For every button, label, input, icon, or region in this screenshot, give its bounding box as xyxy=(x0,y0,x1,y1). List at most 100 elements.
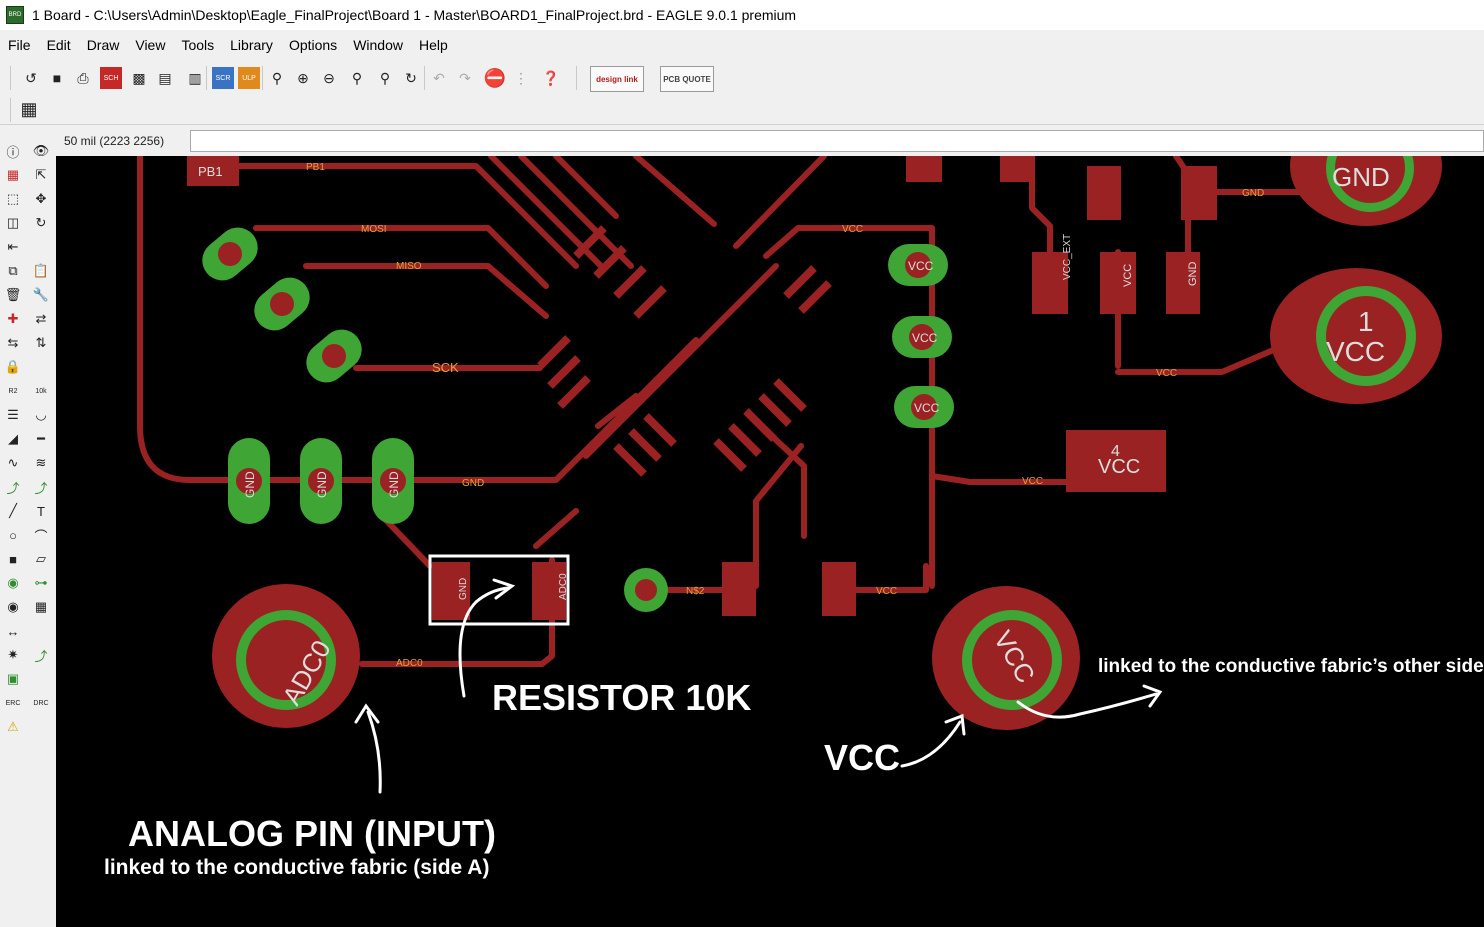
annotation-vcc: VCC xyxy=(824,737,900,778)
cam-icon[interactable]: ▩ xyxy=(132,69,146,86)
dimension-icon[interactable]: ↔ xyxy=(6,623,20,639)
rectangle-icon[interactable]: ■ xyxy=(9,551,17,567)
menu-options[interactable]: Options xyxy=(288,37,338,53)
name-icon[interactable]: R2 xyxy=(8,387,18,395)
attribute-icon[interactable]: ▦ xyxy=(34,599,48,614)
meander-icon[interactable]: ∿ xyxy=(7,455,19,470)
command-toolbar: ⓘ 👁 ▦ ⇱ ⬚ ✥ ◫ ↻ ⇤ ⧉ 📋 🗑 🔧 ✚ ⇄ ⇆ ⇅ 🔒 R2 1… xyxy=(0,126,57,927)
display-layers-icon[interactable]: ▦ xyxy=(6,167,20,182)
paste-icon[interactable]: 📋 xyxy=(32,263,50,278)
script-icon[interactable]: SCR xyxy=(212,67,234,89)
pcb-label-via-gnd-1: GND xyxy=(243,471,257,498)
wrench-icon[interactable]: 🔧 xyxy=(32,287,50,302)
redraw-icon[interactable]: ↻ xyxy=(405,69,417,86)
ripup-icon[interactable]: ≋ xyxy=(35,455,47,470)
menu-help[interactable]: Help xyxy=(418,37,448,53)
redo-icon[interactable]: ↷ xyxy=(459,69,471,86)
swap-icon[interactable]: ⇆ xyxy=(7,335,19,350)
hole-icon[interactable]: ◉ xyxy=(7,599,19,614)
menu-file[interactable]: File xyxy=(8,37,31,53)
vias xyxy=(202,227,954,612)
arc-icon[interactable]: ⌒ xyxy=(34,528,48,544)
pcb-label-n2: N$2 xyxy=(686,586,705,597)
text-icon[interactable]: T xyxy=(37,503,45,519)
pcb-label-pb1-trace: PB1 xyxy=(306,162,325,173)
add-icon[interactable]: ✚ xyxy=(7,311,19,326)
pcb-label-vcc-low: VCC xyxy=(876,586,897,597)
library-icon[interactable]: ▥ xyxy=(188,69,202,86)
menu-draw[interactable]: Draw xyxy=(86,37,120,53)
grid-icon[interactable]: ▦ xyxy=(20,98,38,119)
mark-icon[interactable]: ⇱ xyxy=(35,167,47,182)
ulp-icon[interactable]: ULP xyxy=(238,67,260,89)
go-icon[interactable]: ⋮ xyxy=(514,69,528,86)
pcb-label-pad4-num: 4 xyxy=(1111,443,1120,460)
toolbar-separator xyxy=(576,66,577,90)
pcb-label-via-vcc-2: VCC xyxy=(912,331,938,345)
pcb-label-gnd-pad: GND xyxy=(1187,262,1199,287)
route-diff-icon[interactable]: ⤴ xyxy=(34,480,48,496)
menu-library[interactable]: Library xyxy=(230,37,273,53)
rotate-icon[interactable]: ↻ xyxy=(35,215,47,230)
menu-view[interactable]: View xyxy=(135,37,166,53)
zoom-in-icon[interactable]: ⊕ xyxy=(297,69,309,86)
zoom-select-icon[interactable]: ⚲ xyxy=(379,69,391,86)
split-wire-icon[interactable]: ◢ xyxy=(8,431,18,446)
zoom-previous-icon[interactable]: ⚲ xyxy=(351,69,363,86)
pcb-label-resistor-adc0: ADC0 xyxy=(558,573,569,600)
zoom-out-icon[interactable]: ⊖ xyxy=(323,69,335,86)
via-icon[interactable]: ◉ xyxy=(7,575,19,590)
large-pads xyxy=(212,156,1442,730)
manufacturing-icon[interactable]: ▤ xyxy=(158,69,172,86)
toolbar-separator xyxy=(262,66,263,90)
signal-icon[interactable]: ⊶ xyxy=(34,575,48,590)
erc-icon[interactable]: ERC xyxy=(5,699,21,707)
miter-icon[interactable]: ◡ xyxy=(35,407,47,422)
coordinate-display: 50 mil (2223 2256) xyxy=(64,134,165,148)
print-icon[interactable]: ⎙ xyxy=(77,69,89,86)
route-icon[interactable]: ⤴ xyxy=(6,480,20,496)
group-icon[interactable]: ⬚ xyxy=(6,191,20,206)
eagle-brd-icon: BRD xyxy=(6,6,24,24)
split-icon[interactable]: ⇅ xyxy=(35,335,47,350)
drc-icon[interactable]: DRC xyxy=(33,699,49,707)
menu-edit[interactable]: Edit xyxy=(46,37,71,53)
pcb-label-gnd-bigpad: GND xyxy=(1332,162,1390,192)
line-icon[interactable]: ╱ xyxy=(9,503,17,518)
save-icon[interactable]: ■ xyxy=(52,70,62,86)
align-icon[interactable]: ⇤ xyxy=(7,239,19,254)
lock-icon[interactable]: 🔒 xyxy=(4,359,22,374)
copy-icon[interactable]: ⧉ xyxy=(8,263,18,278)
zoom-fit-icon[interactable]: ⚲ xyxy=(271,69,283,86)
undo-icon[interactable]: ↶ xyxy=(433,69,445,86)
menu-window[interactable]: Window xyxy=(353,37,403,53)
warning-icon[interactable]: ⚠ xyxy=(7,719,19,734)
polygon-icon[interactable]: ▱ xyxy=(36,551,46,566)
design-link-button[interactable]: design link xyxy=(590,66,644,92)
optimize-icon[interactable]: ━ xyxy=(37,431,45,446)
help-icon[interactable]: ❓ xyxy=(542,69,560,86)
ratsnest-icon[interactable]: ✷ xyxy=(7,647,19,662)
board-outline-icon[interactable]: ▣ xyxy=(6,671,20,686)
mirror-icon[interactable]: ◫ xyxy=(6,215,20,230)
menu-tools[interactable]: Tools xyxy=(181,37,215,53)
show-icon[interactable]: 👁 xyxy=(32,143,50,158)
sch-brd-switch-icon[interactable]: SCH xyxy=(100,67,122,89)
command-input[interactable] xyxy=(190,130,1484,152)
pcb-label-sck: SCK xyxy=(432,360,459,375)
pcb-quote-button[interactable]: PCB QUOTE xyxy=(660,66,714,92)
pcb-label-bigpad-num: 1 xyxy=(1358,306,1374,337)
stop-icon[interactable]: ⛔ xyxy=(483,67,507,88)
move-icon[interactable]: ✥ xyxy=(35,191,47,206)
circle-icon[interactable]: ○ xyxy=(9,527,17,543)
pcb-label-gnd-right: GND xyxy=(1242,188,1264,199)
board-canvas[interactable]: PB1 PB1 MOSI MISO SCK GND VCC VCC VCC VC… xyxy=(56,156,1484,927)
autorouter-icon[interactable]: ⤴ xyxy=(34,648,48,664)
smash-icon[interactable]: ☰ xyxy=(7,407,19,422)
board-drawing[interactable]: PB1 PB1 MOSI MISO SCK GND VCC VCC VCC VC… xyxy=(56,156,1484,927)
replace-icon[interactable]: ⇄ xyxy=(35,311,47,326)
open-icon[interactable]: ↺ xyxy=(25,69,37,86)
value-icon[interactable]: 10k xyxy=(35,387,47,395)
info-icon[interactable]: ⓘ xyxy=(6,144,20,160)
delete-icon[interactable]: 🗑 xyxy=(4,287,22,302)
